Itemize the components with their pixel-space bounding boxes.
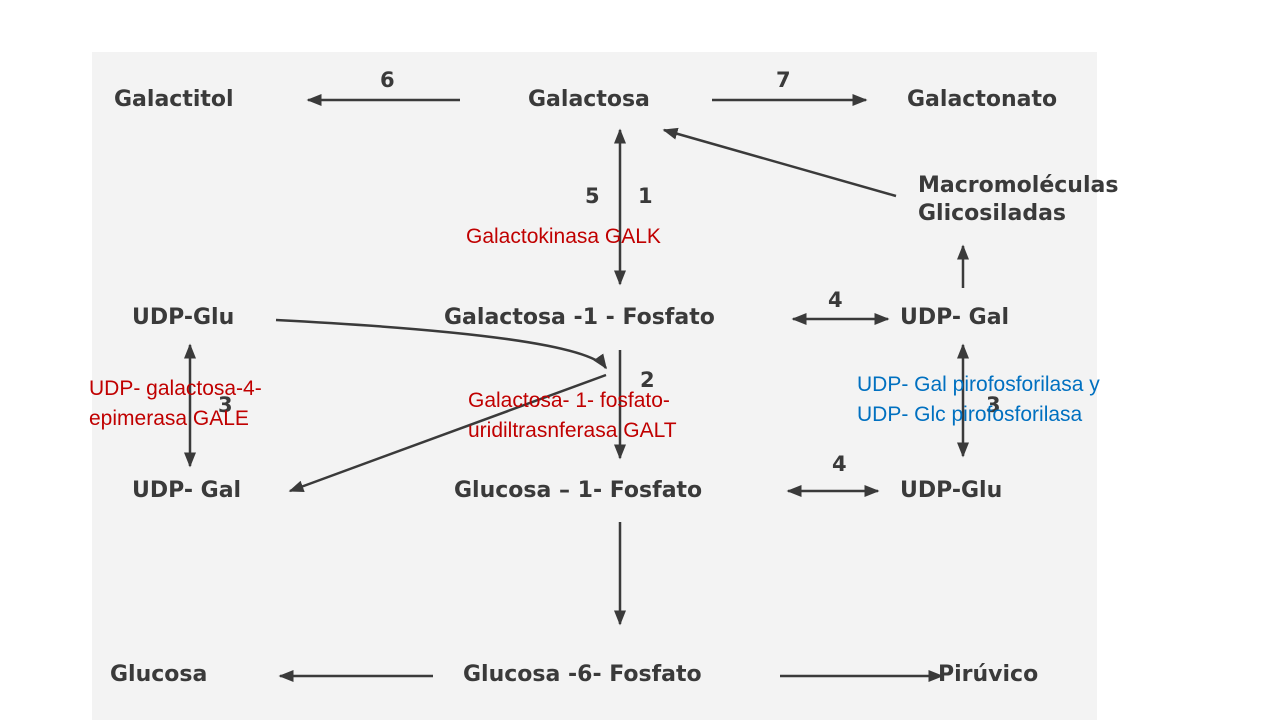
annotation-galt-line1: Galactosa- 1- fosfato- bbox=[468, 389, 670, 412]
diagram-panel bbox=[92, 52, 1097, 720]
annotation-galk-text: Galactokinasa GALK bbox=[466, 225, 661, 248]
step-number-5: 5 bbox=[585, 184, 600, 208]
node-udp-glu-left: UDP-Glu bbox=[132, 305, 235, 330]
annotation-pirofosforilasa-line1: UDP- Gal pirofosforilasa y bbox=[857, 373, 1100, 396]
step-number-7: 7 bbox=[776, 68, 791, 92]
node-galactosa: Galactosa bbox=[528, 87, 650, 112]
node-glucosa: Glucosa bbox=[110, 662, 208, 687]
step-number-3-right: 3 bbox=[986, 393, 1001, 417]
annotation-gale: UDP- galactosa-4- epimerasa GALE bbox=[89, 374, 262, 434]
step-number-4-bottom: 4 bbox=[832, 452, 847, 476]
step-number-1: 1 bbox=[638, 184, 653, 208]
node-galactitol: Galactitol bbox=[114, 87, 234, 112]
annotation-galk: Galactokinasa GALK bbox=[466, 222, 661, 252]
node-macromoleculas-line1: Macromoléculas bbox=[918, 173, 1119, 198]
step-number-6: 6 bbox=[380, 68, 395, 92]
annotation-galt-line2: uridiltrasnferasa GALT bbox=[468, 419, 677, 442]
node-galactonato: Galactonato bbox=[907, 87, 1058, 112]
node-macromoleculas-line2: Glicosiladas bbox=[918, 201, 1067, 226]
arrow-udp-glu-curve bbox=[275, 318, 608, 370]
annotation-galt: Galactosa- 1- fosfato- uridiltrasnferasa… bbox=[468, 386, 677, 446]
step-number-2: 2 bbox=[640, 368, 655, 392]
step-number-4-top: 4 bbox=[828, 288, 843, 312]
node-glucosa-1-fosfato: Glucosa – 1- Fosfato bbox=[454, 478, 703, 503]
node-udp-gal-left: UDP- Gal bbox=[132, 478, 242, 503]
node-macromoleculas: Macromoléculas Glicosiladas bbox=[918, 172, 1118, 228]
node-glucosa-6-fosfato: Glucosa -6- Fosfato bbox=[463, 662, 702, 687]
node-piruvico: Pirúvico bbox=[938, 662, 1039, 687]
node-udp-glu-right: UDP-Glu bbox=[900, 478, 1003, 503]
arrow-to-udp-gal-left bbox=[288, 373, 607, 493]
arrow-galactosa-macromoleculas bbox=[662, 127, 897, 198]
annotation-pirofosforilasa: UDP- Gal pirofosforilasa y UDP- Glc piro… bbox=[857, 370, 1100, 430]
annotation-gale-line2: epimerasa GALE bbox=[89, 407, 249, 430]
step-number-3-left: 3 bbox=[218, 393, 233, 417]
annotation-pirofosforilasa-line2: UDP- Glc pirofosforilasa bbox=[857, 403, 1083, 426]
annotation-gale-line1: UDP- galactosa-4- bbox=[89, 377, 262, 400]
node-galactosa-1-fosfato: Galactosa -1 - Fosfato bbox=[444, 305, 715, 330]
node-udp-gal-right: UDP- Gal bbox=[900, 305, 1010, 330]
